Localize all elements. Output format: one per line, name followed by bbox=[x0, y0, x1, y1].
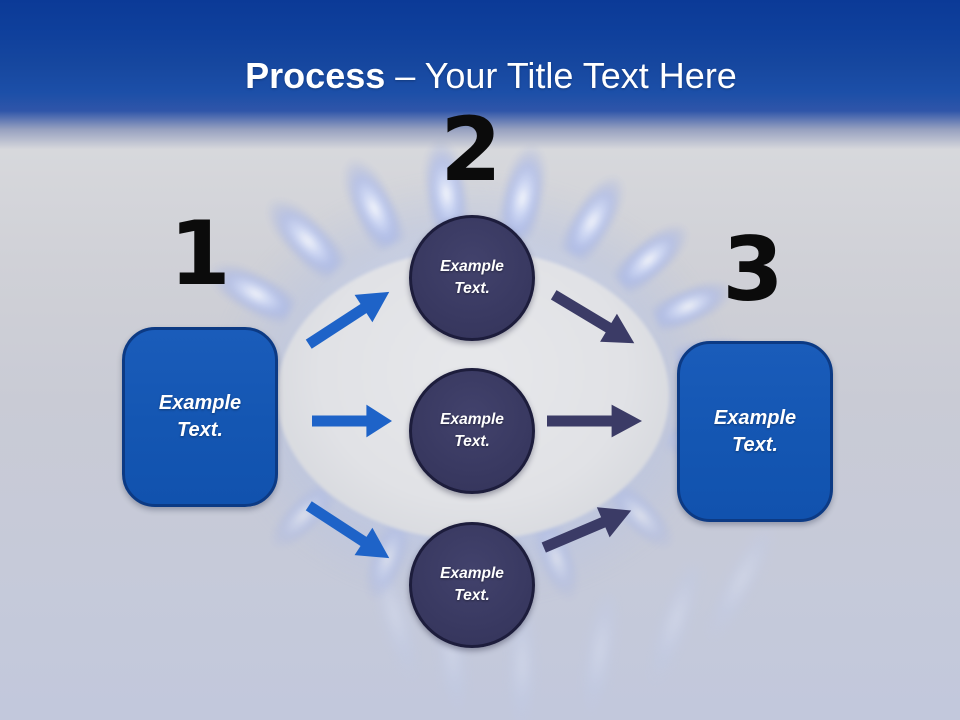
step-3-box-label: Example Text. bbox=[713, 406, 797, 456]
arrow-left-middle-icon bbox=[312, 404, 392, 438]
process-circle-top: Example Text. bbox=[409, 215, 535, 341]
step-number-2: 2 bbox=[440, 98, 502, 201]
circle-middle-label: Example Text. bbox=[440, 411, 504, 450]
circle-top-label: Example Text. bbox=[440, 258, 504, 297]
process-circle-middle: Example Text. bbox=[409, 368, 535, 494]
process-circle-bottom: Example Text. bbox=[409, 522, 535, 648]
arrow-right-bottom-icon bbox=[541, 507, 632, 553]
step-1-box: Example Text. bbox=[122, 327, 278, 507]
arrow-left-top-icon bbox=[305, 291, 390, 349]
arrow-right-middle-icon bbox=[547, 404, 642, 438]
circle-bottom-label: Example Text. bbox=[440, 565, 504, 604]
step-1-box-label: Example Text. bbox=[158, 392, 242, 441]
flame-streak bbox=[639, 558, 709, 692]
step-number-1: 1 bbox=[169, 202, 231, 305]
arrow-left-bottom-icon bbox=[305, 501, 390, 559]
flame-streak bbox=[575, 590, 623, 720]
step-3-box: Example Text. bbox=[677, 341, 833, 522]
flame-streak bbox=[696, 521, 782, 649]
step-number-3: 3 bbox=[722, 218, 784, 321]
arrow-right-top-icon bbox=[550, 290, 635, 344]
